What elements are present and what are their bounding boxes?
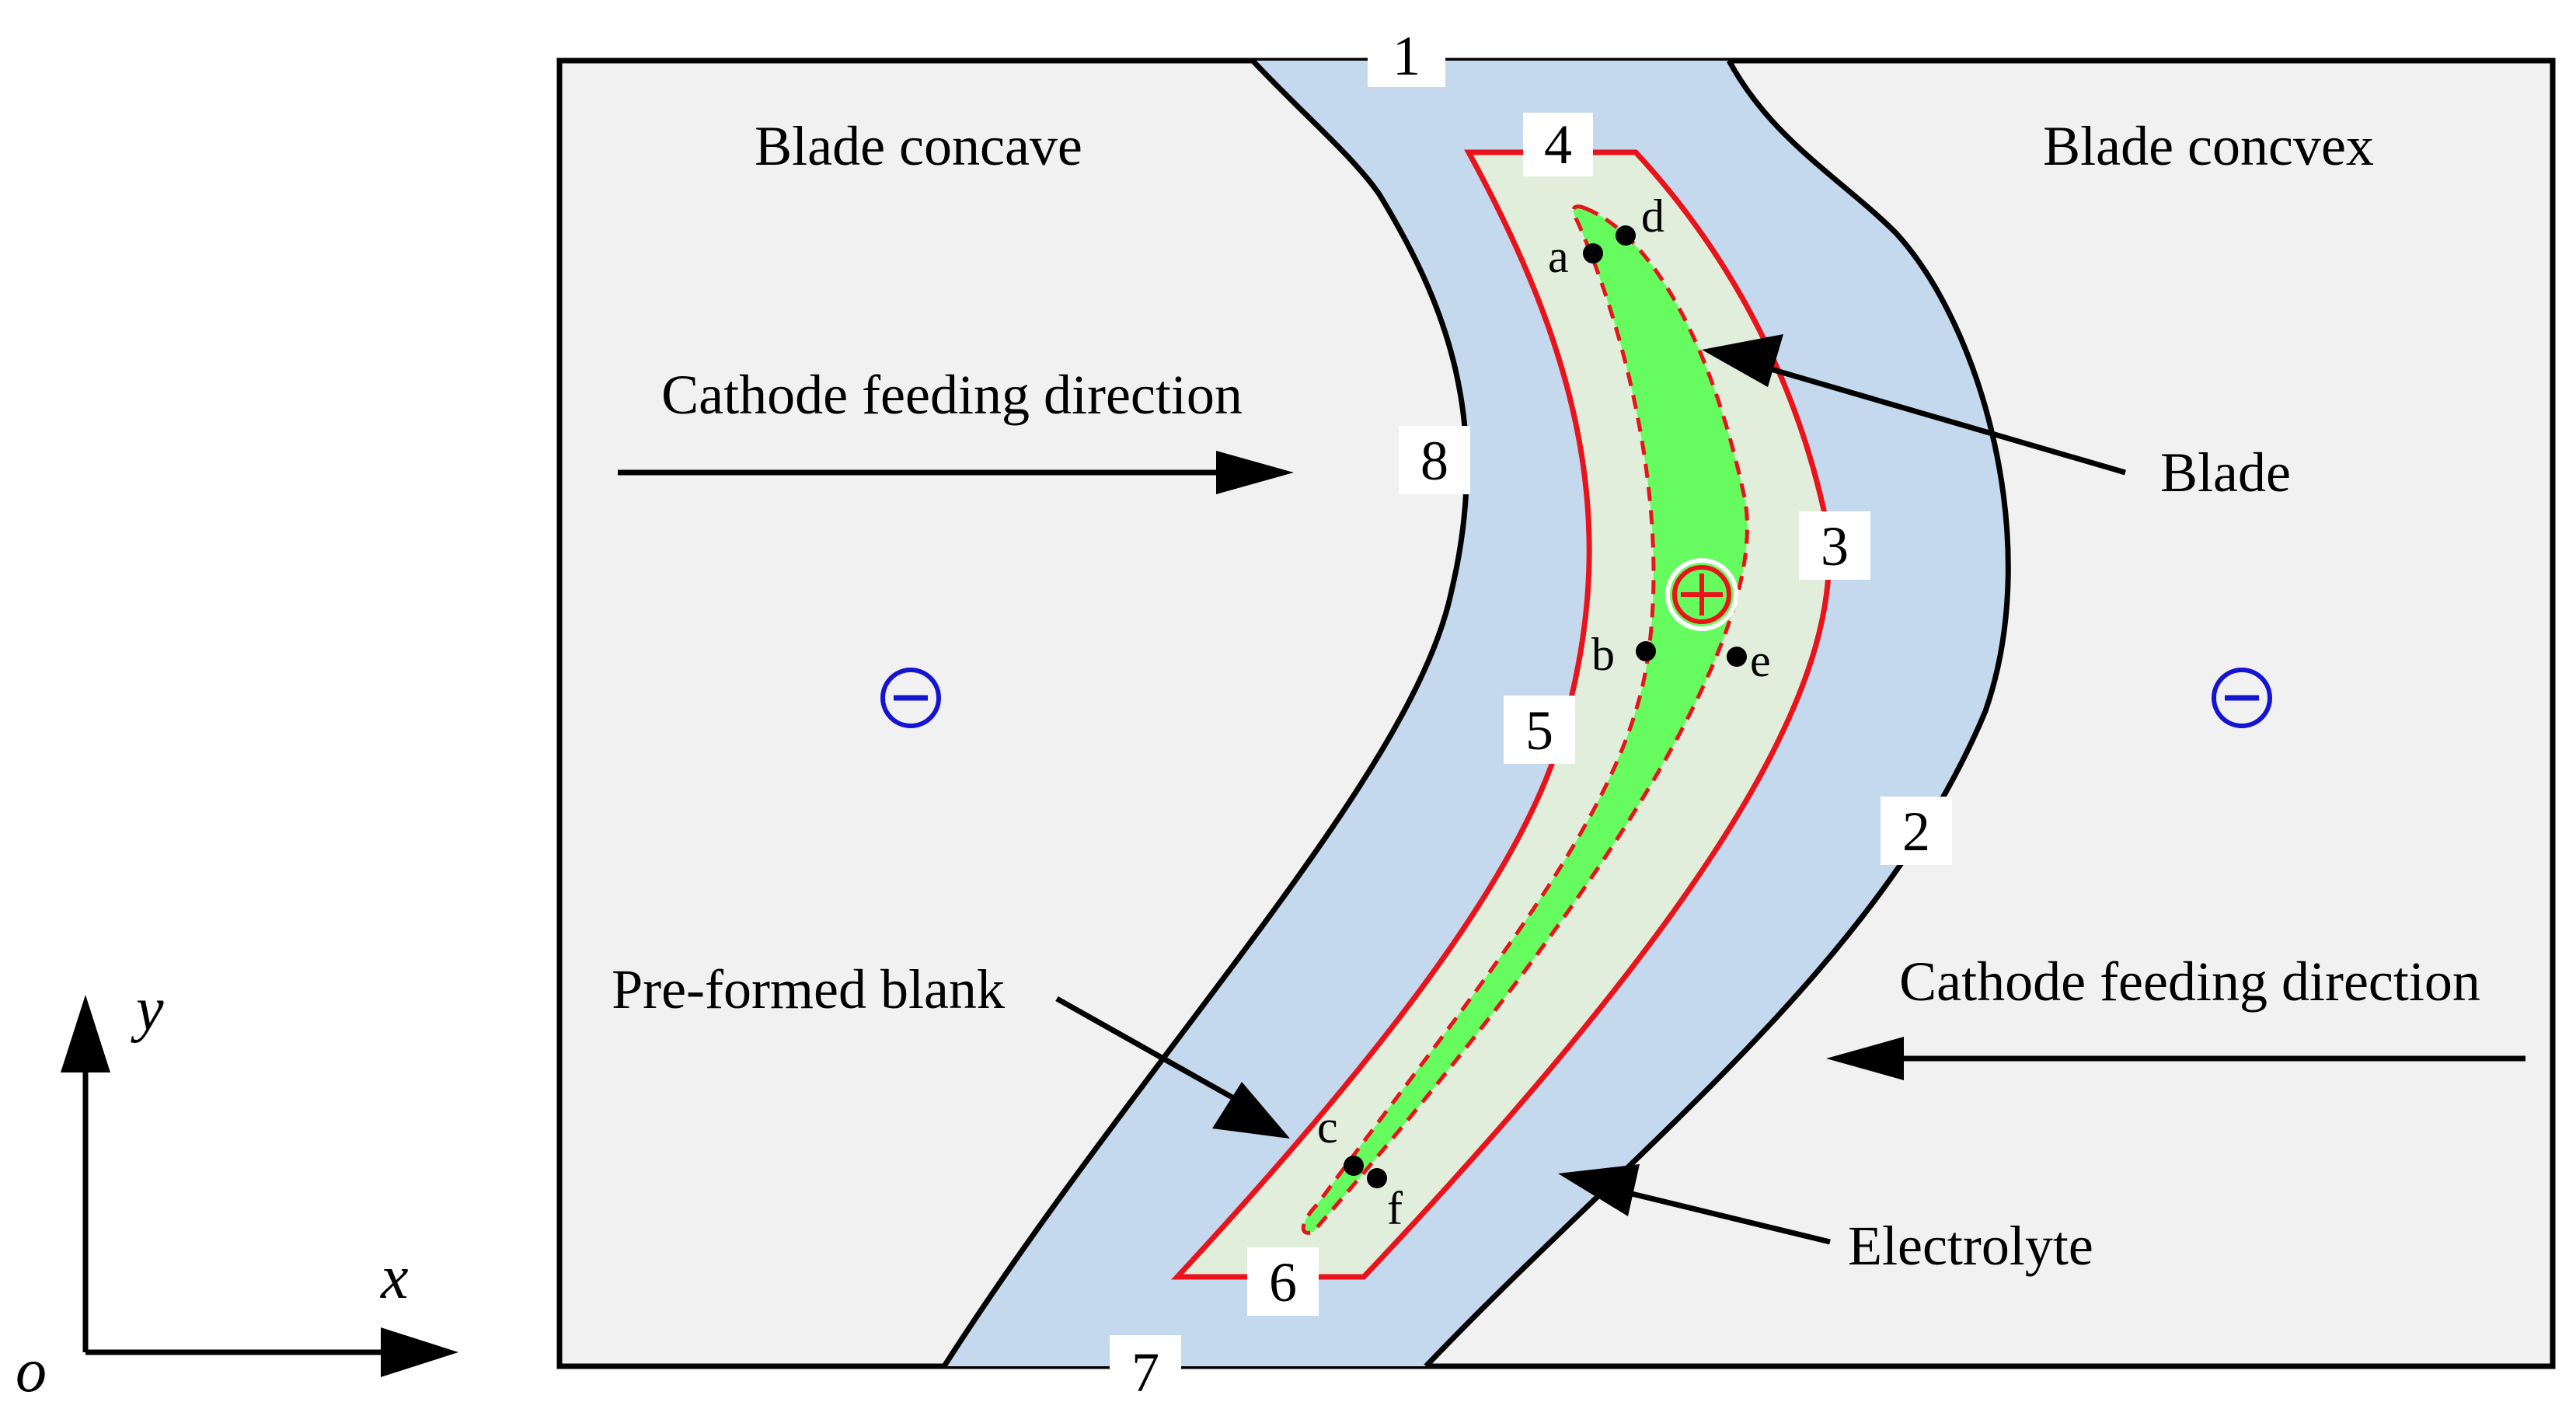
- feed-direction-left-label: Cathode feeding direction: [661, 364, 1243, 426]
- point-d: [1616, 225, 1636, 246]
- svg-text:1: 1: [1393, 25, 1420, 87]
- feed-direction-right-arrow: [1826, 1037, 2525, 1080]
- y-axis-label: y: [131, 975, 164, 1044]
- electrolyte-callout-arrow: [1558, 1164, 1831, 1245]
- cathode-minus-symbol-left: [880, 668, 941, 728]
- label-point-f: f: [1387, 1183, 1403, 1234]
- boundary-number-5: 5: [1504, 696, 1575, 764]
- coordinate-axes: [61, 995, 458, 1377]
- svg-text:3: 3: [1821, 515, 1849, 577]
- label-point-b: b: [1591, 629, 1615, 680]
- boundary-number-1: 1: [1368, 23, 1445, 87]
- right-cathode-boundary: [1424, 59, 2011, 1369]
- blade-label: Blade: [2160, 441, 2291, 504]
- label-point-c: c: [1317, 1101, 1338, 1153]
- blade-points: [1344, 225, 1747, 1188]
- blade-callout-arrow: [1702, 334, 2126, 476]
- svg-text:7: 7: [1131, 1341, 1159, 1404]
- point-c: [1344, 1156, 1364, 1176]
- label-point-e: e: [1750, 635, 1771, 686]
- left-cathode-boundary: [942, 58, 1469, 1368]
- boundary-number-3: 3: [1799, 511, 1870, 580]
- blade-concave-label: Blade concave: [755, 115, 1082, 177]
- boundary-number-4: 4: [1523, 113, 1593, 176]
- boundary-number-7: 7: [1110, 1335, 1181, 1409]
- point-b: [1636, 641, 1656, 661]
- svg-text:5: 5: [1525, 699, 1553, 762]
- cathode-minus-symbol-right: [2212, 668, 2272, 728]
- boundary-number-8: 8: [1399, 426, 1470, 494]
- svg-text:4: 4: [1544, 113, 1572, 176]
- svg-text:6: 6: [1269, 1251, 1297, 1313]
- anode-plus-symbol: [1665, 558, 1738, 631]
- electrolyte-label: Electrolyte: [1848, 1215, 2093, 1277]
- boundary-number-2: 2: [1881, 797, 1952, 865]
- feed-direction-left-arrow: [618, 451, 1294, 494]
- svg-text:2: 2: [1902, 800, 1930, 863]
- origin-label: o: [16, 1337, 47, 1405]
- blade-profile: [1301, 204, 1749, 1235]
- x-axis-label: x: [380, 1243, 409, 1312]
- feed-direction-right-label: Cathode feeding direction: [1899, 950, 2480, 1013]
- point-e: [1727, 647, 1747, 667]
- label-point-a: a: [1548, 231, 1569, 282]
- boundary-number-6: 6: [1247, 1247, 1319, 1316]
- point-a: [1583, 243, 1603, 263]
- point-f: [1367, 1168, 1387, 1188]
- preformed-blank-label: Pre-formed blank: [612, 958, 1005, 1020]
- blade-convex-label: Blade concvex: [2043, 115, 2374, 177]
- preformed-blank-callout-arrow: [1055, 996, 1290, 1139]
- label-point-d: d: [1641, 190, 1664, 242]
- svg-text:8: 8: [1420, 430, 1448, 492]
